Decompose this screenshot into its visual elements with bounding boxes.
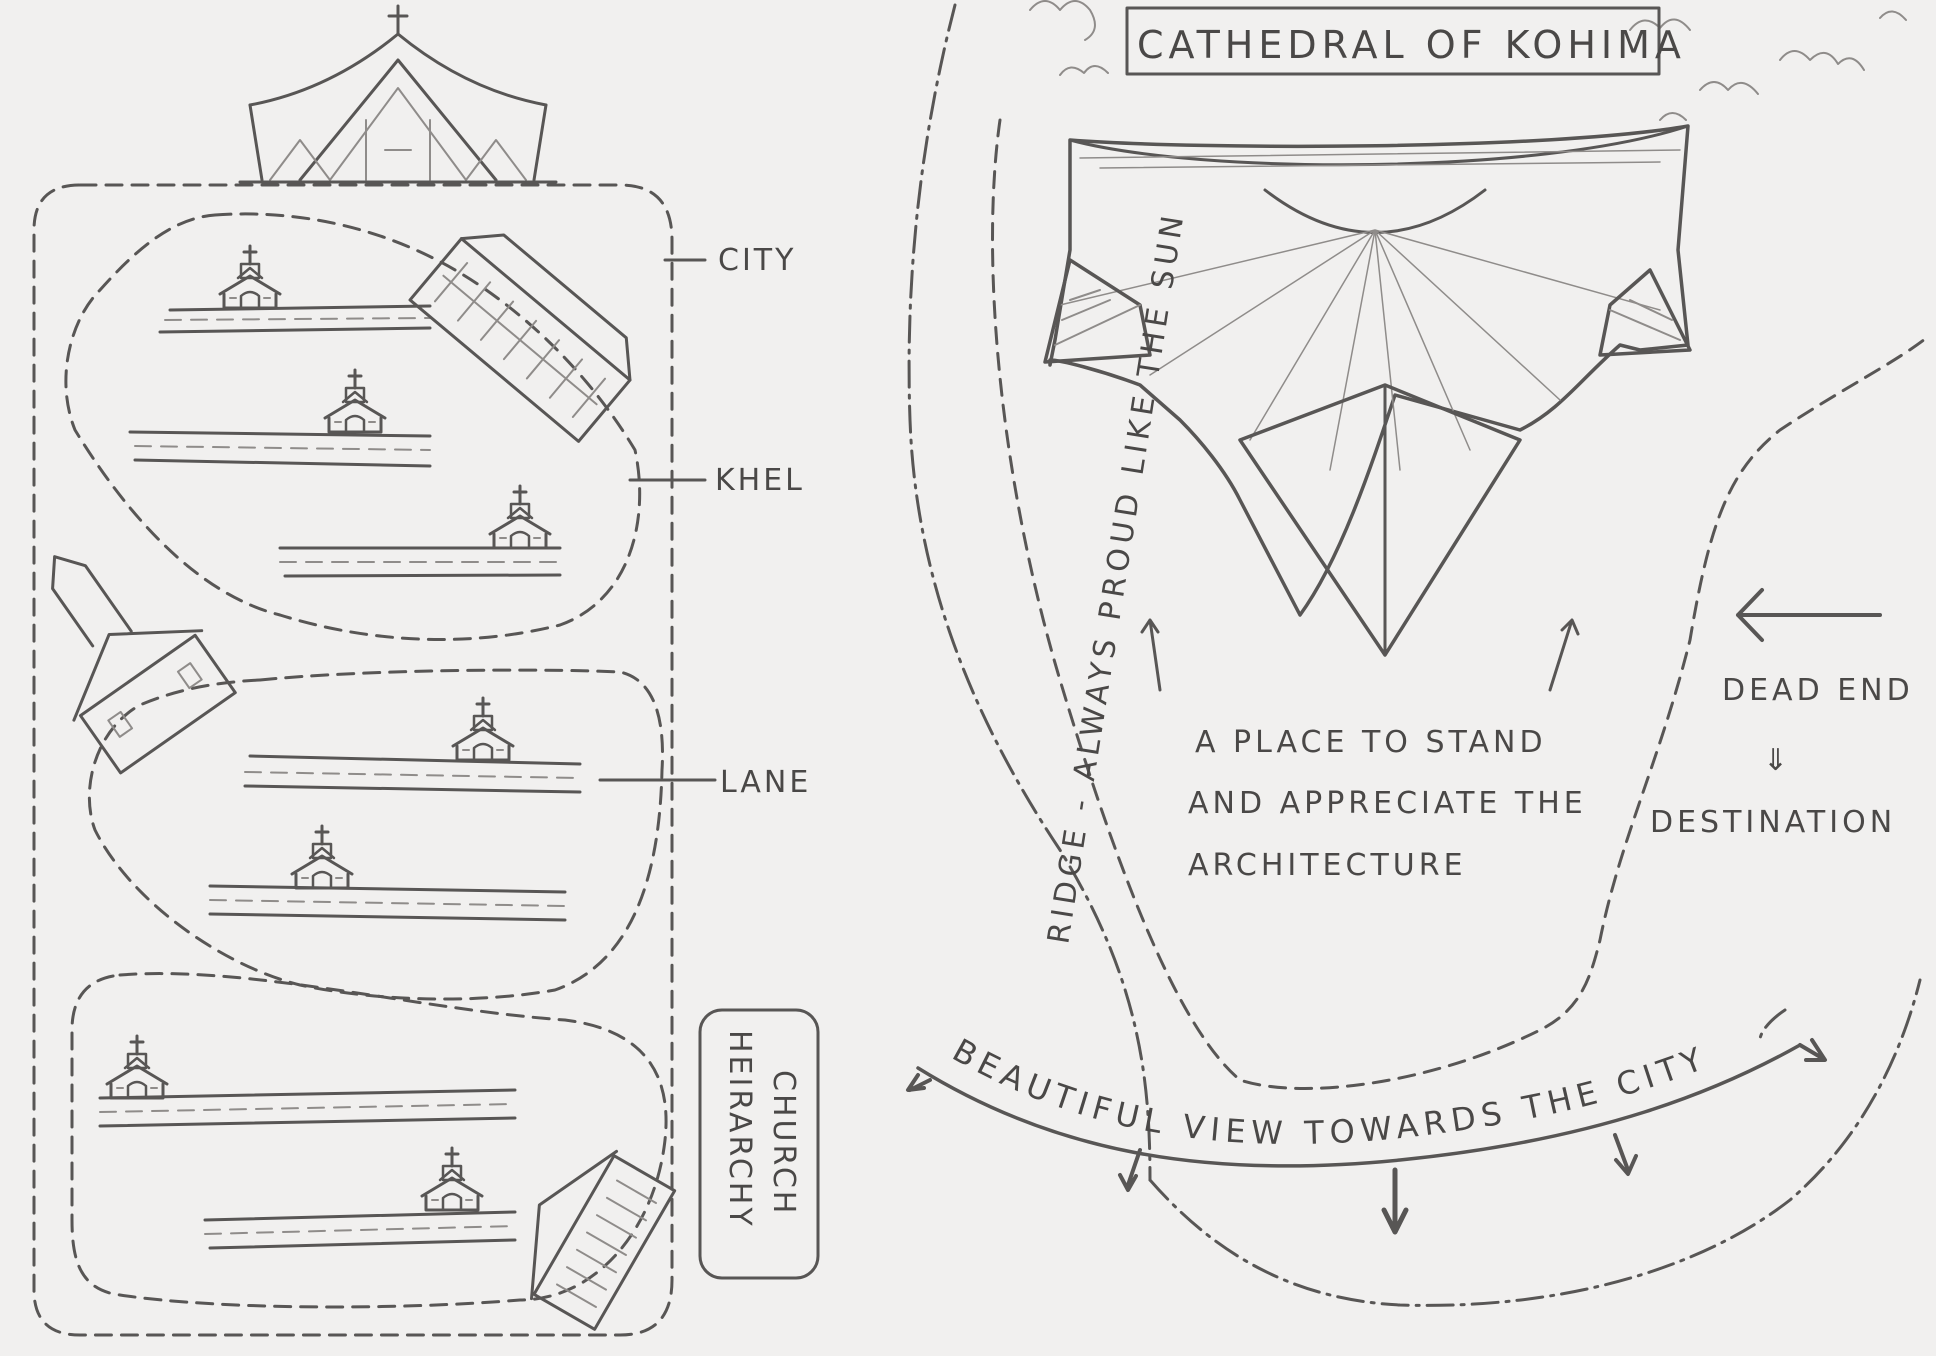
ridge-line-mid xyxy=(1760,1010,1785,1040)
plan-title: CATHEDRAL OF KOHIMA xyxy=(1137,23,1686,67)
view-arrow-left xyxy=(1142,620,1160,690)
label-lane: LANE xyxy=(720,765,811,800)
church-hierarchy-line1: CHURCH xyxy=(766,1070,801,1216)
curve-arrow-1 xyxy=(908,1075,930,1090)
khel-boundary-2 xyxy=(72,974,666,1307)
dead-end-label: DEAD END xyxy=(1722,673,1914,708)
curve-arrow-4 xyxy=(1615,1135,1636,1174)
lane-boundary xyxy=(89,670,662,999)
city-boundary xyxy=(34,185,672,1335)
tilted-tower-sketch xyxy=(497,1131,677,1333)
place-note-line2: AND APPRECIATE THE xyxy=(1188,786,1587,821)
view-arrow-right xyxy=(1550,620,1578,690)
destination-label: DESTINATION xyxy=(1650,805,1896,840)
khel-2-contents xyxy=(100,1036,677,1334)
label-city: CITY xyxy=(718,243,796,278)
curve-arrow-3 xyxy=(1384,1170,1406,1232)
place-note-line3: ARCHITECTURE xyxy=(1188,848,1467,883)
cathedral-site-plan: CATHEDRAL OF KOHIMA RIDGE xyxy=(908,1,1930,1305)
church-hierarchy-diagram: CITY KHEL LANE CHURCH HEIRARCHY xyxy=(0,6,818,1335)
label-khel: KHEL xyxy=(715,463,805,498)
tilted-church-sketch xyxy=(0,512,242,778)
khel-1-contents xyxy=(130,216,649,576)
place-note-line1: A PLACE TO STAND xyxy=(1195,725,1547,760)
church-hierarchy-line2: HEIRARCHY xyxy=(722,1030,757,1229)
dead-end-down-arrow: ⇓ xyxy=(1763,743,1792,778)
curve-arrow-5 xyxy=(1800,1040,1825,1060)
lane-contents xyxy=(0,512,580,920)
site-boundary xyxy=(993,120,1931,1088)
cathedral-elevation-sketch xyxy=(240,6,556,182)
curve-arrow-2 xyxy=(1120,1150,1140,1190)
tilted-building-sketch xyxy=(410,216,649,442)
dead-end-arrow xyxy=(1738,590,1880,640)
